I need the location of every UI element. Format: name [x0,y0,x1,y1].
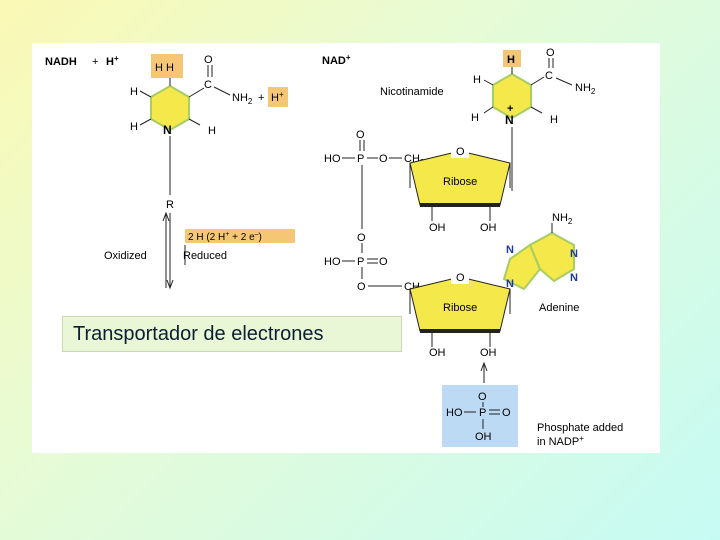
ribose-top-o: O [456,146,465,158]
ribose-top-oh2: OH [480,222,497,234]
reduced-label: Reduced [183,250,227,262]
nadh-plus: + [92,56,98,68]
ribose-top-oh1: OH [429,222,446,234]
hh-highlight [151,54,183,78]
nad-label: NAD+ [322,53,351,67]
p2-bottom-o: O [357,281,366,293]
p1-top-o: O [356,129,365,141]
nad-ring-charge: + [507,103,513,115]
oxidized-label: Oxidized [104,250,147,262]
amide-plus: + [258,92,264,104]
caption-box: Transportador de electrones [62,316,402,352]
pa-o: O [502,407,511,419]
adenine-nh2: NH2 [552,212,573,226]
adenine-n3: N [570,272,578,284]
bridge-o: O [357,232,366,244]
p2-o: O [379,256,388,268]
ribose-top-label: Ribose [443,176,477,188]
nad-ring-n: N [505,113,514,127]
ribose-bottom-o: O [456,272,465,284]
carbonyl-c: C [204,79,212,91]
adenine-imidazole [502,243,542,291]
adenine-pyrimidine [528,231,575,283]
ribose-bottom-oh1: OH [429,347,446,359]
p1-p: P [357,153,364,165]
pa-oh: OH [475,431,492,443]
nadh-label: NADH [45,56,77,68]
ring-h-right: H [208,125,216,137]
nad-carbonyl-o: O [546,47,555,59]
amide-group: NH2 [232,92,253,106]
pa-p: P [479,407,486,419]
carbonyl-o: O [204,54,213,66]
figure-canvas: NADH + H+ H H H H H N C O NH2 + H+ R 2 H… [45,47,623,448]
adenine-label: Adenine [539,302,579,314]
pa-ho: HO [446,407,463,419]
nad-structure-figure: NADH + H+ H H H H H N C O NH2 + H+ R 2 H… [32,43,660,453]
proton2: H+ [271,90,284,104]
nad-ring-h-left-top: H [473,74,481,86]
p1-bridge-o: O [379,153,388,165]
nad-amide: NH2 [575,82,596,96]
nicotinamide-label: Nicotinamide [380,86,444,98]
p1-ho: HO [324,153,341,165]
redox-label: 2 H (2 H+ + 2 e–) [188,231,262,243]
ring-n: N [163,123,172,137]
proton2-highlight [268,87,288,107]
adenine-n9: N [506,278,514,290]
nad-carbonyl-c: C [545,70,553,82]
redox-label-bg [185,229,295,243]
nad-ring-h-left-bottom: H [471,112,479,124]
ring-h-top: H H [155,62,174,74]
p2-ho: HO [324,256,341,268]
ring-h-left-bottom: H [130,121,138,133]
ribose-bottom-label: Ribose [443,302,477,314]
nadh-proton: H+ [106,54,119,68]
phosphate-added-box [442,385,518,447]
phosphate-added-line2: in NADP+ [537,434,584,448]
p2-p: P [357,256,364,268]
h-highlight [503,50,521,67]
adenine-n7: N [506,244,514,256]
phosphate-added-line1: Phosphate added [537,422,623,434]
nad-ring-h-right: H [550,114,558,126]
nad-ring-h-top: H [507,54,515,66]
r-group: R [166,199,174,211]
pa-top-o: O [478,391,487,403]
ribose-bottom-oh2: OH [480,347,497,359]
adenine-n1: N [570,248,578,260]
ring-h-left-top: H [130,86,138,98]
